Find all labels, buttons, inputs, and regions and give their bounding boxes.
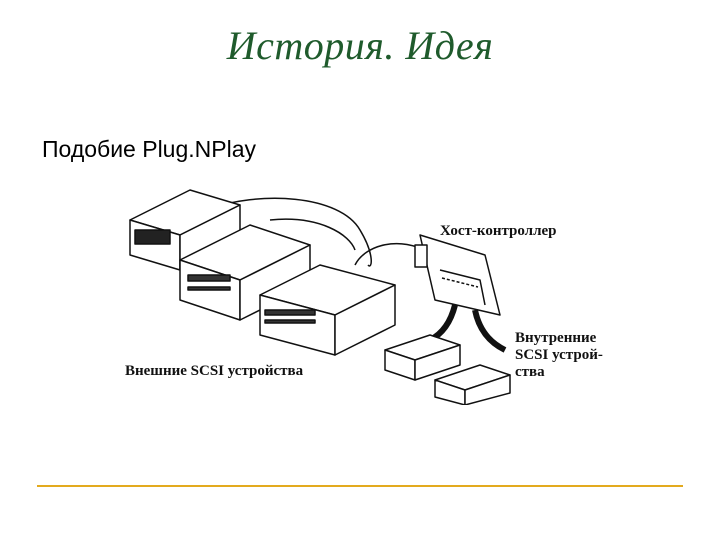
label-internal-line: ства xyxy=(515,364,545,380)
label-internal-line: SCSI устрой- xyxy=(515,347,603,363)
scsi-drawing xyxy=(129,189,511,406)
internal-drive-1 xyxy=(384,334,461,381)
ribbon-cable xyxy=(428,304,458,343)
scsi-diagram: Внешние SCSI устройства Хост-контроллер … xyxy=(110,175,630,406)
slide-subtitle: Подобие Plug.NPlay xyxy=(42,136,257,162)
label-host-controller: Хост-контроллер xyxy=(440,223,557,239)
external-cable xyxy=(269,218,356,251)
host-controller xyxy=(414,234,501,316)
external-device-2 xyxy=(179,224,311,321)
internal-drive-2 xyxy=(434,364,511,406)
ribbon-cable xyxy=(472,309,507,353)
footer-divider xyxy=(37,485,683,487)
label-internal-line: Внутренние xyxy=(515,330,597,346)
label-external-devices: Внешние SCSI устройства xyxy=(125,363,304,379)
external-device-3 xyxy=(259,264,396,356)
label-internal-devices: Внутренние SCSI устрой- ства xyxy=(515,330,603,381)
slide-title: История. Идея xyxy=(226,23,494,68)
external-cable xyxy=(204,197,372,267)
